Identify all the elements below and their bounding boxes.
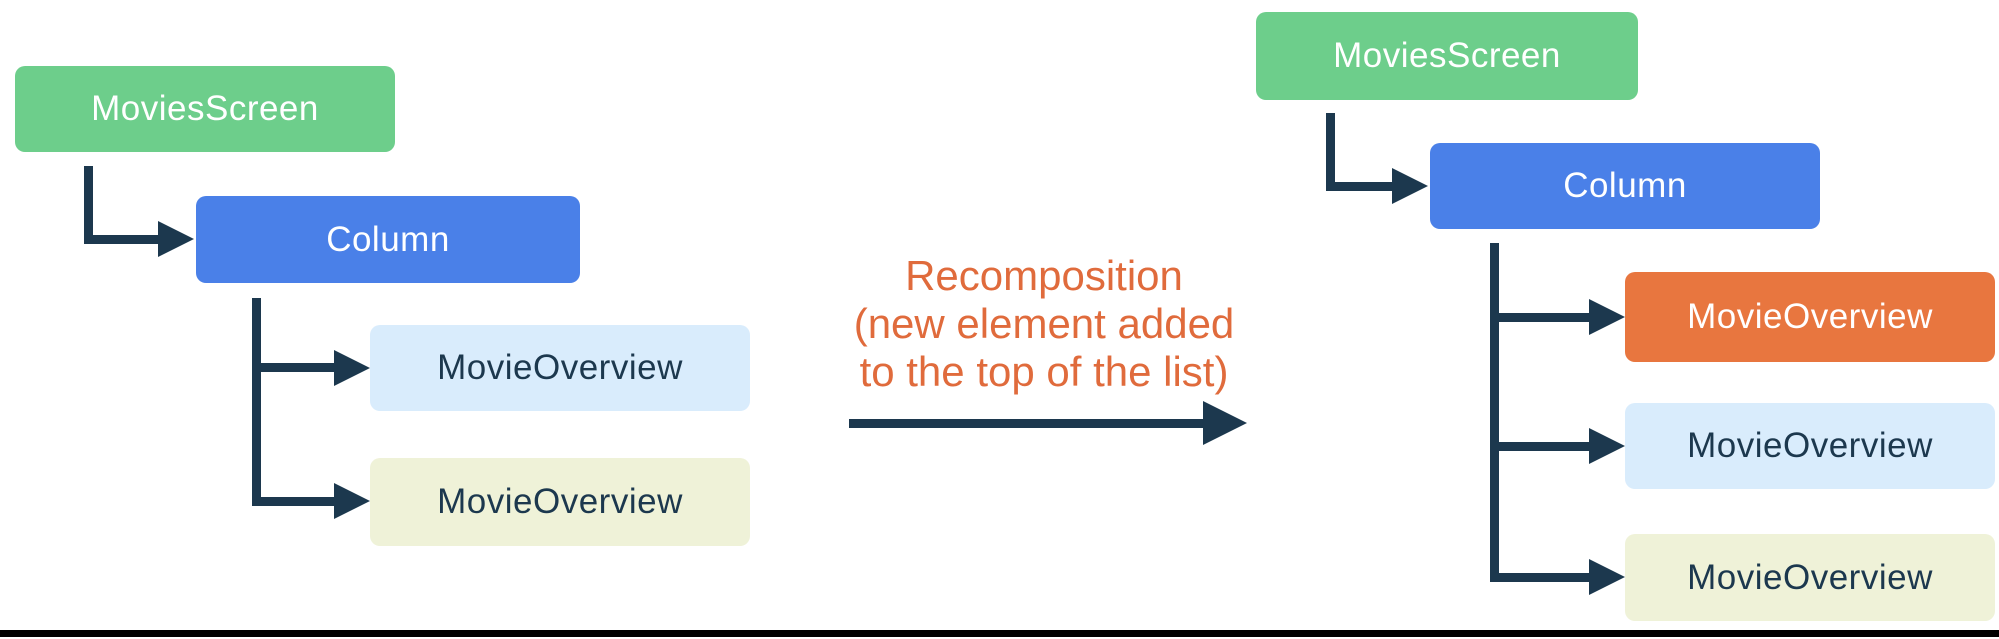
after-connector-root-vertical	[1326, 113, 1335, 191]
after-connector-branch-1	[1490, 313, 1594, 322]
before-node-column-label: Column	[326, 219, 450, 259]
before-connector-branch-2	[252, 497, 338, 506]
arrow-head-icon	[334, 483, 370, 519]
after-connector-root-horizontal	[1326, 182, 1396, 191]
caption-line-2: (new element added	[853, 300, 1235, 347]
before-connector-branch-1	[252, 363, 338, 372]
after-node-moviesscreen: MoviesScreen	[1256, 12, 1638, 100]
after-node-movieoverview-2: MovieOverview	[1625, 403, 1995, 489]
bottom-divider	[0, 630, 1999, 637]
before-node-movieoverview-2-label: MovieOverview	[437, 482, 683, 521]
after-node-movieoverview-2-label: MovieOverview	[1687, 426, 1933, 465]
before-node-movieoverview-1: MovieOverview	[370, 325, 750, 411]
arrow-head-icon	[1589, 299, 1625, 335]
before-node-movieoverview-1-label: MovieOverview	[437, 348, 683, 387]
transition-arrow-head-icon	[1203, 401, 1247, 445]
after-connector-branch-3	[1490, 573, 1594, 582]
before-node-moviesscreen: MoviesScreen	[15, 66, 395, 152]
before-node-movieoverview-2: MovieOverview	[370, 458, 750, 546]
after-node-column-label: Column	[1563, 166, 1687, 205]
after-connector-children-spine	[1490, 243, 1499, 582]
arrow-head-icon	[1392, 168, 1428, 204]
after-node-moviesscreen-label: MoviesScreen	[1333, 36, 1561, 75]
after-node-movieoverview-3-label: MovieOverview	[1687, 557, 1933, 597]
after-node-movieoverview-3: MovieOverview	[1625, 534, 1995, 621]
after-node-movieoverview-new: MovieOverview	[1625, 272, 1995, 362]
after-node-column: Column	[1430, 143, 1820, 229]
after-node-movieoverview-new-label: MovieOverview	[1687, 297, 1933, 336]
caption-line-3: to the top of the list)	[859, 348, 1229, 395]
arrow-head-icon	[1589, 559, 1625, 595]
before-node-column: Column	[196, 196, 580, 283]
after-connector-branch-2	[1490, 442, 1594, 451]
arrow-head-icon	[1589, 428, 1625, 464]
arrow-head-icon	[334, 350, 370, 386]
before-node-moviesscreen-label: MoviesScreen	[91, 89, 319, 128]
caption-line-1: Recomposition	[905, 252, 1183, 299]
before-connector-root-horizontal	[84, 235, 160, 244]
before-connector-children-spine	[252, 298, 261, 506]
arrow-head-icon	[158, 221, 194, 257]
recomposition-caption: Recomposition (new element added to the …	[794, 252, 1294, 396]
transition-arrow-shaft	[849, 419, 1212, 428]
before-connector-root-vertical	[84, 166, 93, 244]
